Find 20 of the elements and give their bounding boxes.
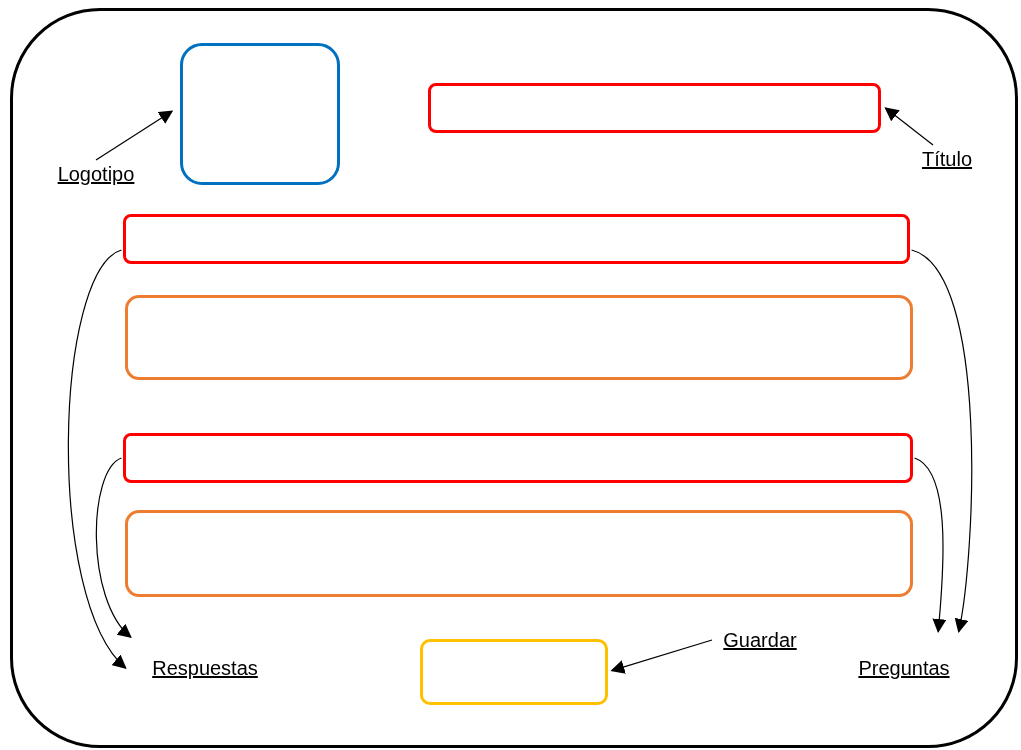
arrow — [884, 107, 934, 146]
page-frame — [10, 8, 1018, 748]
placeholder-box — [180, 43, 340, 185]
callout-label: Guardar — [712, 626, 808, 654]
curved-arrow — [914, 457, 947, 633]
callout-label: Respuestas — [141, 654, 269, 682]
arrow — [610, 639, 713, 674]
curved-arrow — [95, 457, 132, 639]
answer-box — [125, 510, 913, 597]
question-bar — [123, 214, 910, 264]
callout-label: Título — [912, 145, 982, 173]
curved-arrow — [67, 249, 127, 670]
title-bar — [428, 83, 881, 133]
save-button-placeholder — [420, 639, 608, 705]
callout-label: Logotipo — [46, 160, 146, 188]
curved-arrow — [910, 249, 973, 633]
arrow — [95, 110, 174, 161]
answer-box — [125, 295, 913, 380]
question-bar — [123, 433, 913, 483]
callout-label: Preguntas — [847, 654, 961, 682]
